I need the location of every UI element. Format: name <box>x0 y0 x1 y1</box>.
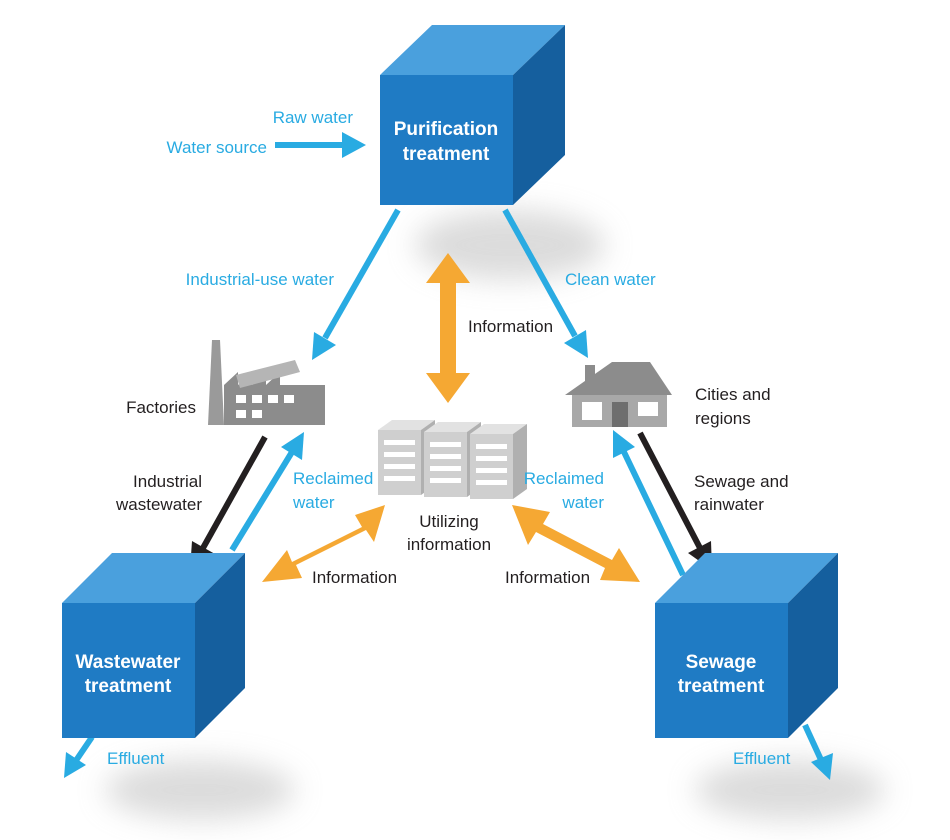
utilizing-information-label-line2: information <box>407 535 491 554</box>
information-left-arrow <box>262 505 385 582</box>
reclaimed-water-left-arrow <box>229 432 304 552</box>
reclaimed-water-right-label-line1: Reclaimed <box>524 469 604 488</box>
purification-label-line1: Purification <box>394 119 499 140</box>
factory-icon <box>208 340 325 425</box>
factories-label: Factories <box>126 398 196 417</box>
effluent-right-label: Effluent <box>733 749 791 768</box>
wastewater-shadow <box>105 760 295 820</box>
purification-shadow <box>415 210 605 280</box>
effluent-left-label: Effluent <box>107 749 165 768</box>
industrial-use-water-arrow <box>312 208 401 360</box>
industrial-wastewater-label-line1: Industrial <box>133 472 202 491</box>
purification-label-line2: treatment <box>403 144 490 165</box>
information-top-label: Information <box>468 317 553 336</box>
clean-water-label: Clean water <box>565 270 656 289</box>
sewage-label-line2: treatment <box>678 676 765 697</box>
clean-water-arrow <box>502 208 588 358</box>
house-icon <box>565 362 672 427</box>
wastewater-label-line1: Wastewater <box>76 652 181 673</box>
water-source-arrow <box>275 132 366 158</box>
cities-label-line1: Cities and <box>695 385 771 404</box>
sewage-treatment-cube <box>655 553 838 738</box>
sewage-shadow <box>695 760 885 820</box>
effluent-right-arrow <box>802 723 833 780</box>
purification-treatment-cube <box>380 25 565 205</box>
information-right-label: Information <box>505 568 590 587</box>
water-source-label: Water source <box>167 138 267 157</box>
raw-water-label: Raw water <box>273 108 354 127</box>
reclaimed-water-right-arrow <box>613 430 686 577</box>
cities-label-line2: regions <box>695 409 751 428</box>
sewage-label-line1: Sewage <box>686 652 757 673</box>
server-icon <box>378 420 527 499</box>
utilizing-information-label-line1: Utilizing <box>419 512 479 531</box>
wastewater-treatment-cube <box>62 553 245 738</box>
industrial-use-water-label: Industrial-use water <box>186 270 335 289</box>
information-left-label: Information <box>312 568 397 587</box>
sewage-rainwater-label-line1: Sewage and <box>694 472 789 491</box>
information-vertical-arrow <box>426 253 470 403</box>
information-right-arrow <box>512 505 640 582</box>
reclaimed-water-right-label-line2: water <box>561 493 604 512</box>
wastewater-label-line2: treatment <box>85 676 172 697</box>
reclaimed-water-left-label-line2: water <box>292 493 335 512</box>
industrial-wastewater-label-line2: wastewater <box>115 495 202 514</box>
reclaimed-water-left-label-line1: Reclaimed <box>293 469 373 488</box>
effluent-left-arrow <box>64 735 95 778</box>
sewage-rainwater-label-line2: rainwater <box>694 495 764 514</box>
